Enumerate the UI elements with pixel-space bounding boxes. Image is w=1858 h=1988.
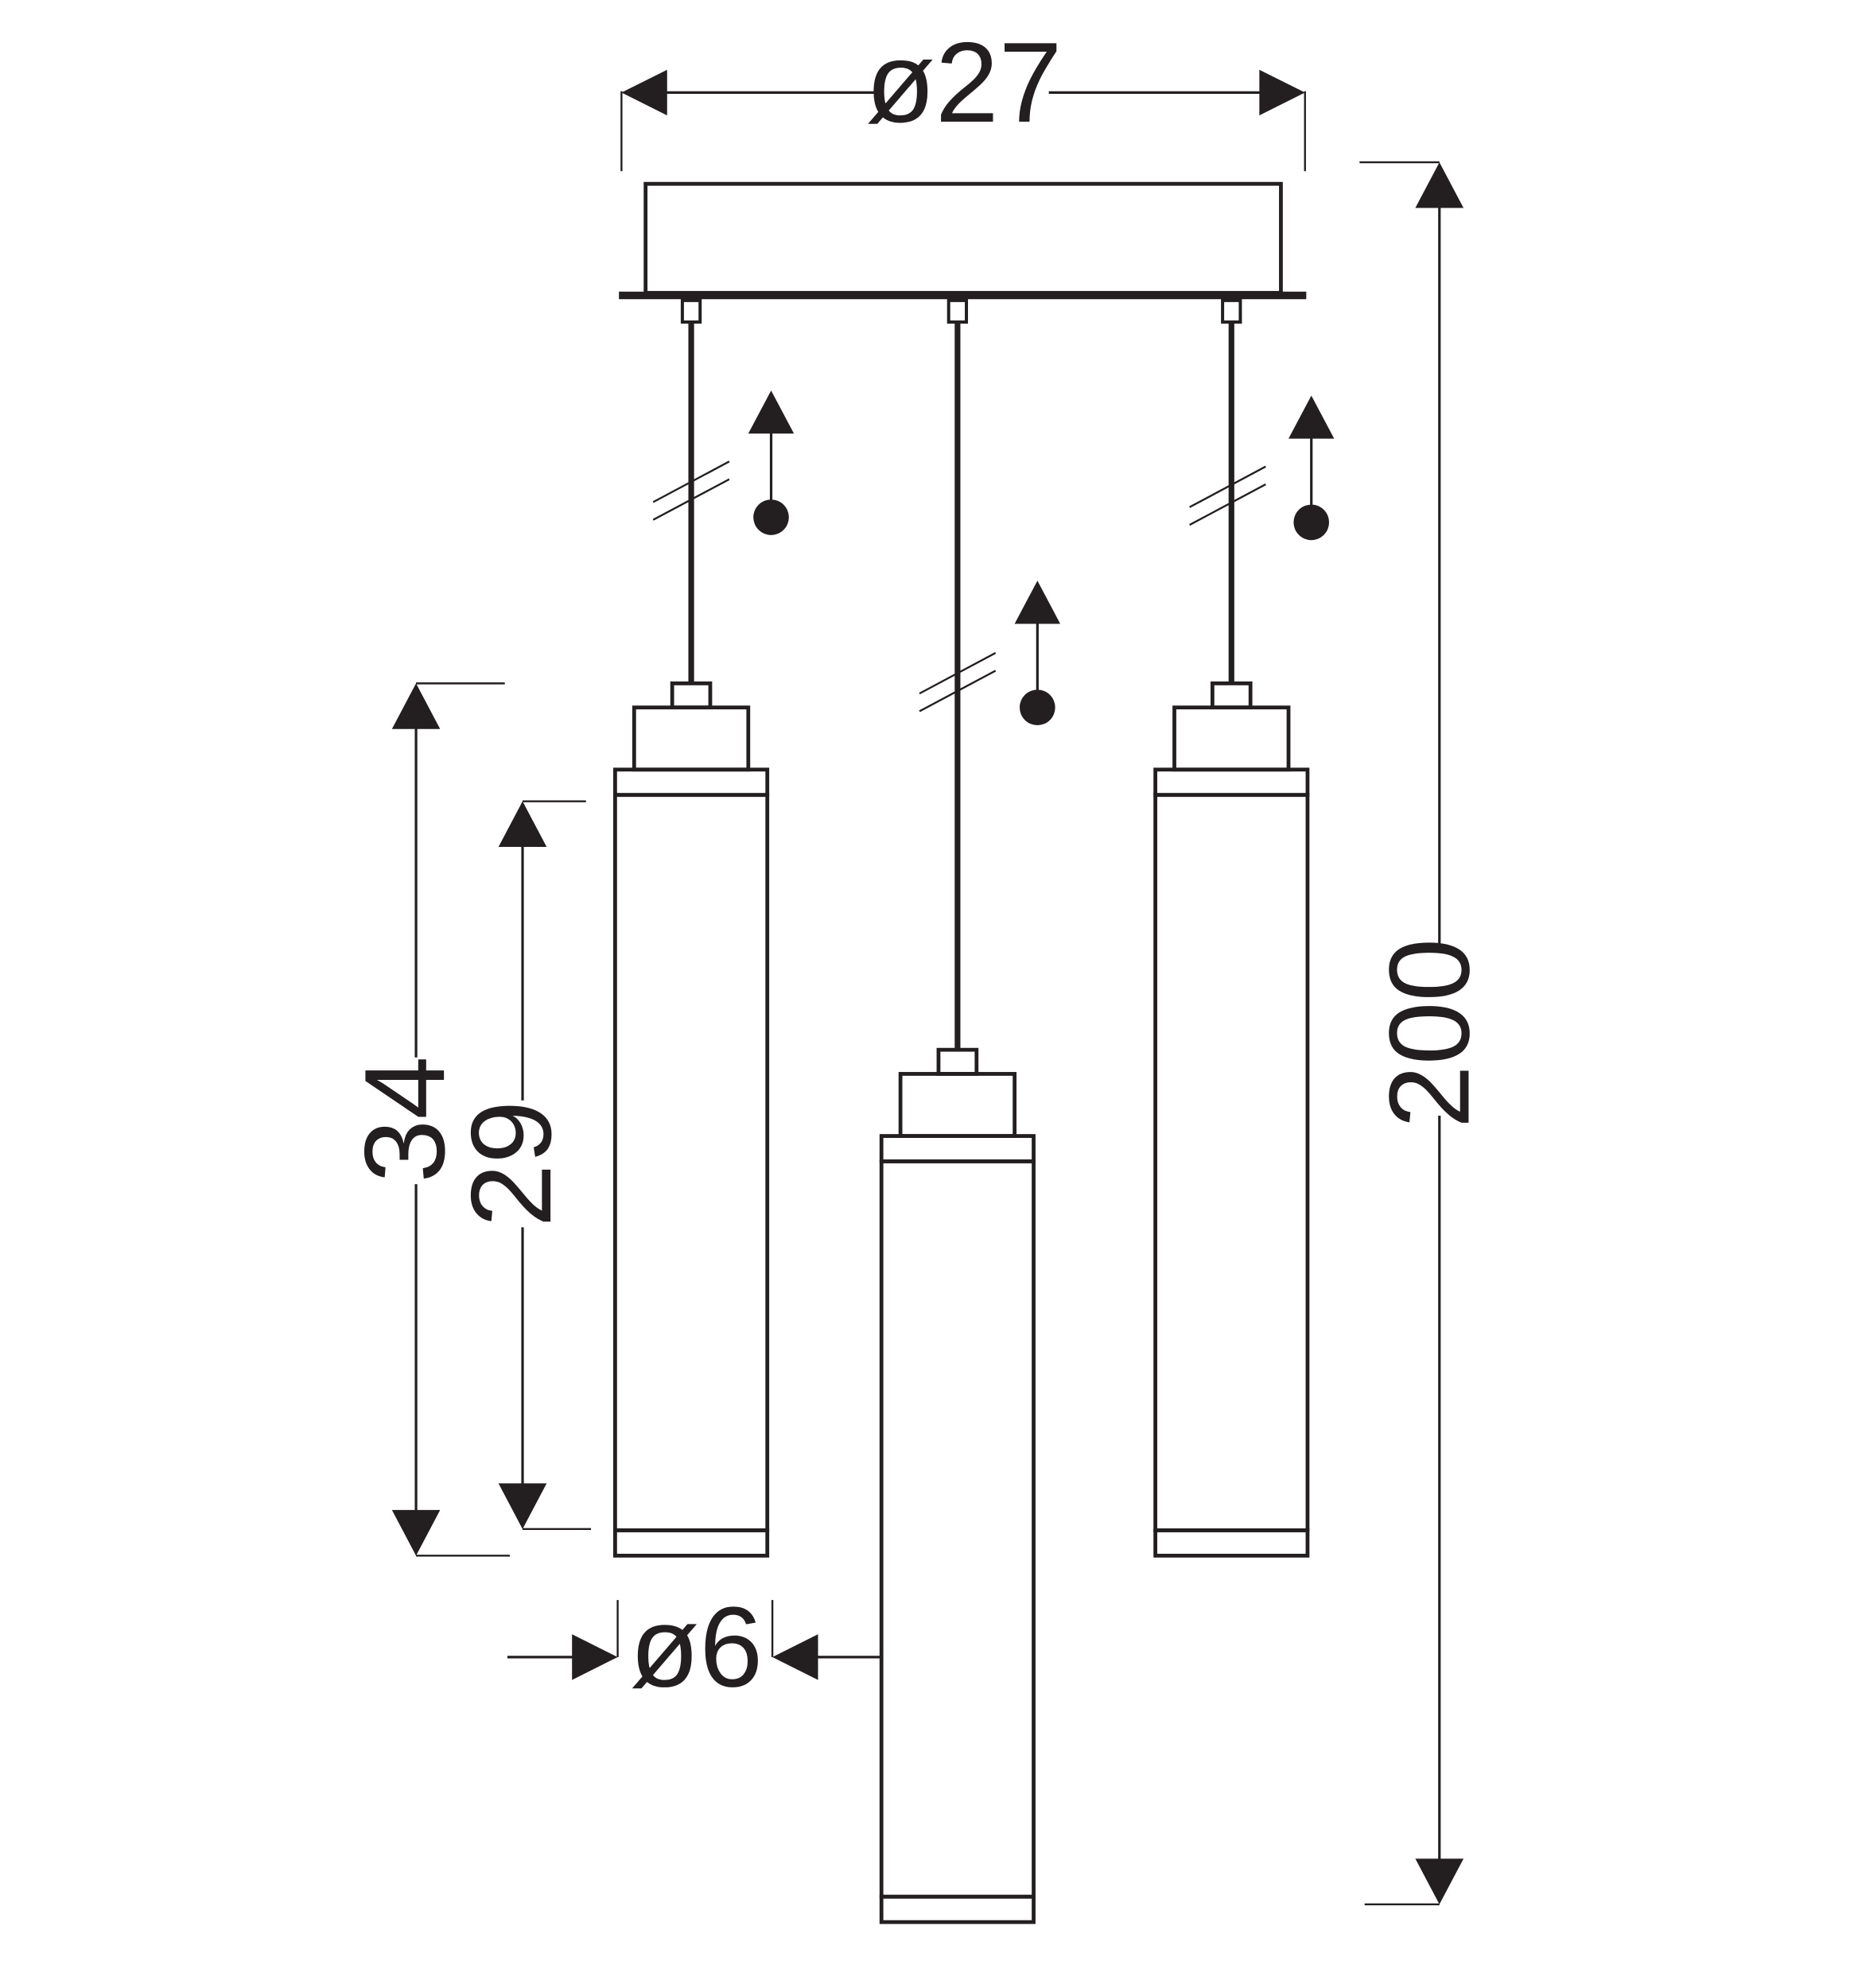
shade-height-label: 29: [448, 1101, 575, 1228]
pendant-right: [1153, 681, 1310, 1558]
pendant-height-label: 34: [341, 1056, 468, 1183]
ceiling-canopy: [619, 181, 1307, 324]
dimension-shade-diameter: [507, 1600, 882, 1680]
dimension-total-height: [1359, 161, 1464, 1905]
dimension-pendant-height: [391, 682, 511, 1557]
adjustable-cable-icon: [747, 389, 1336, 727]
dimension-canopy-width: [620, 69, 1306, 172]
canopy-diameter-label: ø27: [865, 19, 1062, 146]
total-height-label: 200: [1366, 938, 1493, 1128]
pendant-center: [879, 1047, 1036, 1924]
shade-diameter-label: ø6: [630, 1584, 763, 1711]
dimension-shade-height: [498, 800, 592, 1531]
pendant-left: [612, 681, 770, 1558]
